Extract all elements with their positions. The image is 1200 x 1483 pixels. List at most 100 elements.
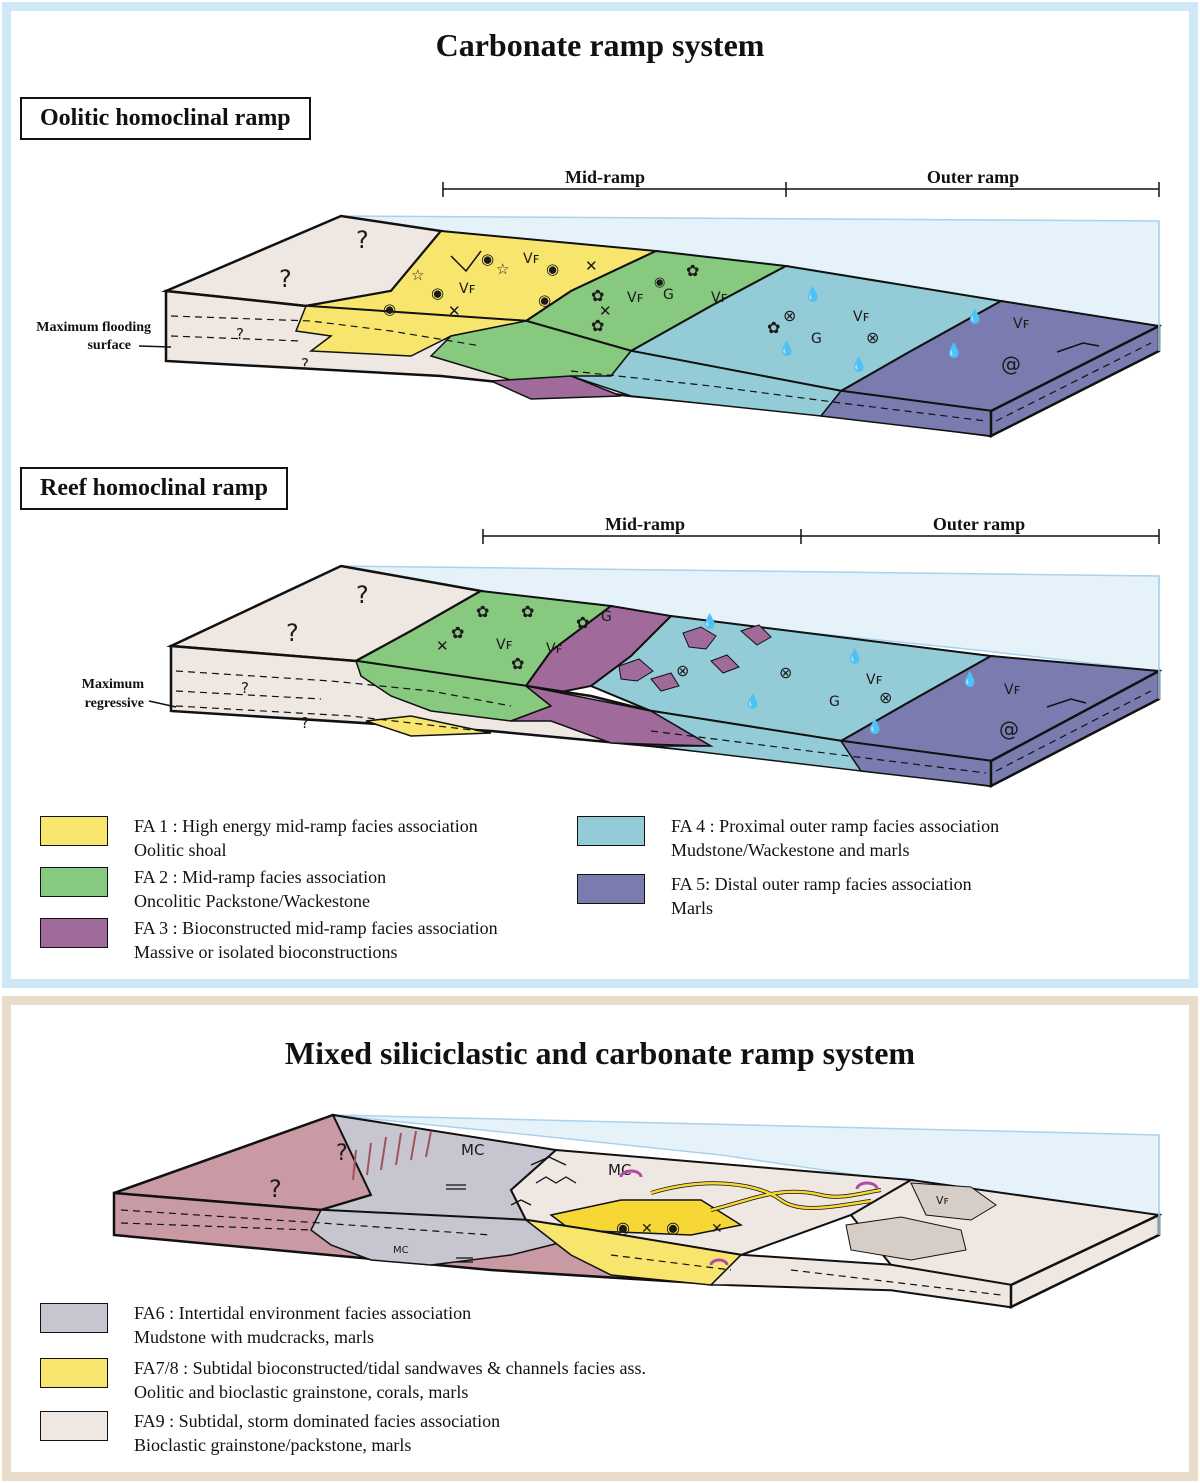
- legend-swatch-fa3: [40, 918, 108, 948]
- symbol-ooid: ◉: [481, 250, 494, 268]
- symbol-ooid: ◉: [616, 1218, 630, 1237]
- carbonate-ramp-title: Carbonate ramp system: [435, 27, 765, 63]
- symbol-oncoid: ✿: [476, 602, 489, 621]
- mixed-corals: [619, 1169, 879, 1266]
- symbol-vf: Vꜰ: [866, 672, 883, 688]
- oolitic-bedding-lines: [170, 315, 1152, 422]
- symbol-drop: 💧: [850, 356, 867, 373]
- symbol-x: ✕: [711, 1221, 723, 1237]
- symbol-star: ☆: [411, 266, 424, 284]
- symbol-ooid: ◉: [666, 1218, 680, 1237]
- legend-swatch-fa2: [40, 867, 108, 897]
- symbol-vf: Vꜰ: [627, 290, 644, 306]
- symbol-vf: Vꜰ: [711, 290, 728, 306]
- legend-text-fa1: FA 1 : High energy mid-ramp facies assoc…: [134, 816, 478, 860]
- symbol-spiral: @: [1001, 352, 1021, 376]
- legend-swatch-fa9: [40, 1411, 108, 1441]
- symbol-oncoid: ✿: [686, 261, 699, 280]
- symbol-mc: MC: [461, 1141, 484, 1159]
- symbol-vf: Vꜰ: [523, 251, 540, 267]
- symbol-unknown: ?: [301, 355, 309, 373]
- symbol-unknown: ?: [301, 714, 309, 732]
- reef-front-fa4: [650, 710, 863, 772]
- symbol-vf: Vꜰ: [1013, 316, 1030, 332]
- legend-fa5: FA 5: Distal outer ramp facies associati…: [577, 872, 972, 920]
- symbol-oncoid: ✿: [521, 602, 534, 621]
- reef-burrow: [1046, 698, 1087, 708]
- symbol-x: ✕: [585, 257, 598, 275]
- symbol-vf: Vꜰ: [936, 1194, 949, 1207]
- symbol-oncoid: ✿: [591, 286, 604, 305]
- mixed-symbols: ? ? MC MC MC ◉ ◉ ✕ ✕ Vꜰ: [269, 1141, 949, 1256]
- oolitic-side-label-1: Maximum flooding: [36, 320, 151, 335]
- symbol-unknown: ?: [356, 226, 369, 254]
- symbol-drop: 💧: [945, 342, 962, 359]
- symbol-unknown: ?: [336, 1141, 348, 1166]
- symbol-g: G: [811, 331, 822, 347]
- legend-text-fa6: FA6 : Intertidal environment facies asso…: [134, 1303, 472, 1347]
- mixed-sand-patch-2: [845, 1216, 967, 1261]
- symbol-x: ✕: [641, 1221, 653, 1237]
- mixed-sand-patch-1: [910, 1182, 997, 1221]
- symbol-vf: Vꜰ: [459, 281, 476, 297]
- symbol-vf: Vꜰ: [496, 637, 513, 653]
- reef-scale-bar: [482, 529, 1160, 544]
- mixed-front-fa9: [709, 1254, 1012, 1308]
- oolitic-arrow-sign: [450, 250, 482, 273]
- reef-ramp-title: Reef homoclinal ramp: [20, 467, 288, 510]
- legend-fa78: FA7/8 : Subtidal bioconstructed/tidal sa…: [40, 1356, 646, 1404]
- legend-fa1: FA 1 : High energy mid-ramp facies assoc…: [40, 814, 478, 862]
- legend-fa9: FA9 : Subtidal, storm dominated facies a…: [40, 1409, 500, 1457]
- symbol-x: ✕: [448, 302, 461, 320]
- symbol-spiral: @: [999, 717, 1019, 741]
- symbol-drop: 💧: [966, 308, 983, 325]
- symbol-g: G: [829, 694, 840, 710]
- mixed-ramp-panel: Mixed siliciclastic and carbonate ramp s…: [2, 996, 1198, 1481]
- oolitic-side-arrow: [138, 345, 172, 348]
- symbol-g: G: [601, 609, 612, 625]
- symbol-vf: Vꜰ: [546, 641, 563, 657]
- mixed-hatch: [352, 1130, 432, 1181]
- symbol-ooid: ◉: [383, 300, 396, 318]
- symbol-ooid: ◉: [654, 275, 665, 290]
- symbol-star: ☆: [496, 260, 509, 278]
- symbol-ooid: ◉: [538, 291, 551, 309]
- symbol-g: G: [663, 287, 674, 303]
- symbol-ooid: ◉: [546, 260, 559, 278]
- legend-text-fa5: FA 5: Distal outer ramp facies associati…: [671, 874, 972, 918]
- reef-bioconstructions: [618, 624, 772, 692]
- oolitic-burrow: [1056, 342, 1100, 353]
- legend-fa4: FA 4 : Proximal outer ramp facies associ…: [577, 814, 999, 862]
- symbol-drop: 💧: [778, 340, 795, 357]
- symbol-oncoid: ✿: [451, 623, 464, 642]
- oolitic-mid-ramp-label: Mid-ramp: [565, 167, 645, 187]
- legend-swatch-fa78: [40, 1358, 108, 1388]
- symbol-oncoid: ✿: [511, 654, 524, 673]
- oolitic-side-label-2: surface: [87, 338, 131, 353]
- legend-swatch-fa6: [40, 1303, 108, 1333]
- reef-side-label-2: regressive: [85, 696, 144, 711]
- reef-ramp-diagram: Mid-ramp Outer ramp: [82, 514, 1163, 789]
- symbol-mc: MC: [608, 1161, 631, 1179]
- mixed-ramp-diagram: ? ? MC MC MC ◉ ◉ ✕ ✕ Vꜰ: [112, 1113, 1163, 1309]
- oolitic-ramp-diagram: Mid-ramp Outer ramp ? ? ? ?: [36, 167, 1163, 439]
- symbol-mc: MC: [393, 1245, 409, 1256]
- reef-outer-ramp-label: Outer ramp: [933, 514, 1025, 534]
- mixed-mudcracks: [446, 1156, 577, 1263]
- symbol-x: ✕: [436, 637, 449, 655]
- mixed-channels-fill: [650, 1182, 882, 1212]
- symbol-unknown: ?: [356, 581, 369, 609]
- symbol-unknown: ?: [286, 619, 299, 647]
- legend-fa6: FA6 : Intertidal environment facies asso…: [40, 1301, 471, 1349]
- reef-side-arrow: [148, 700, 177, 708]
- symbol-drop: 💧: [744, 693, 761, 710]
- symbol-drop: 💧: [866, 718, 883, 735]
- legend-swatch-fa4: [577, 816, 645, 846]
- oolitic-scale-bar: [442, 182, 1160, 197]
- reef-bedding-lines: [175, 670, 1152, 774]
- symbol-drop: 💧: [846, 648, 863, 665]
- symbol-cross-circle: ⊗: [879, 688, 892, 707]
- symbol-cross-circle: ⊗: [676, 661, 689, 680]
- symbol-cross-circle: ⊗: [866, 328, 879, 347]
